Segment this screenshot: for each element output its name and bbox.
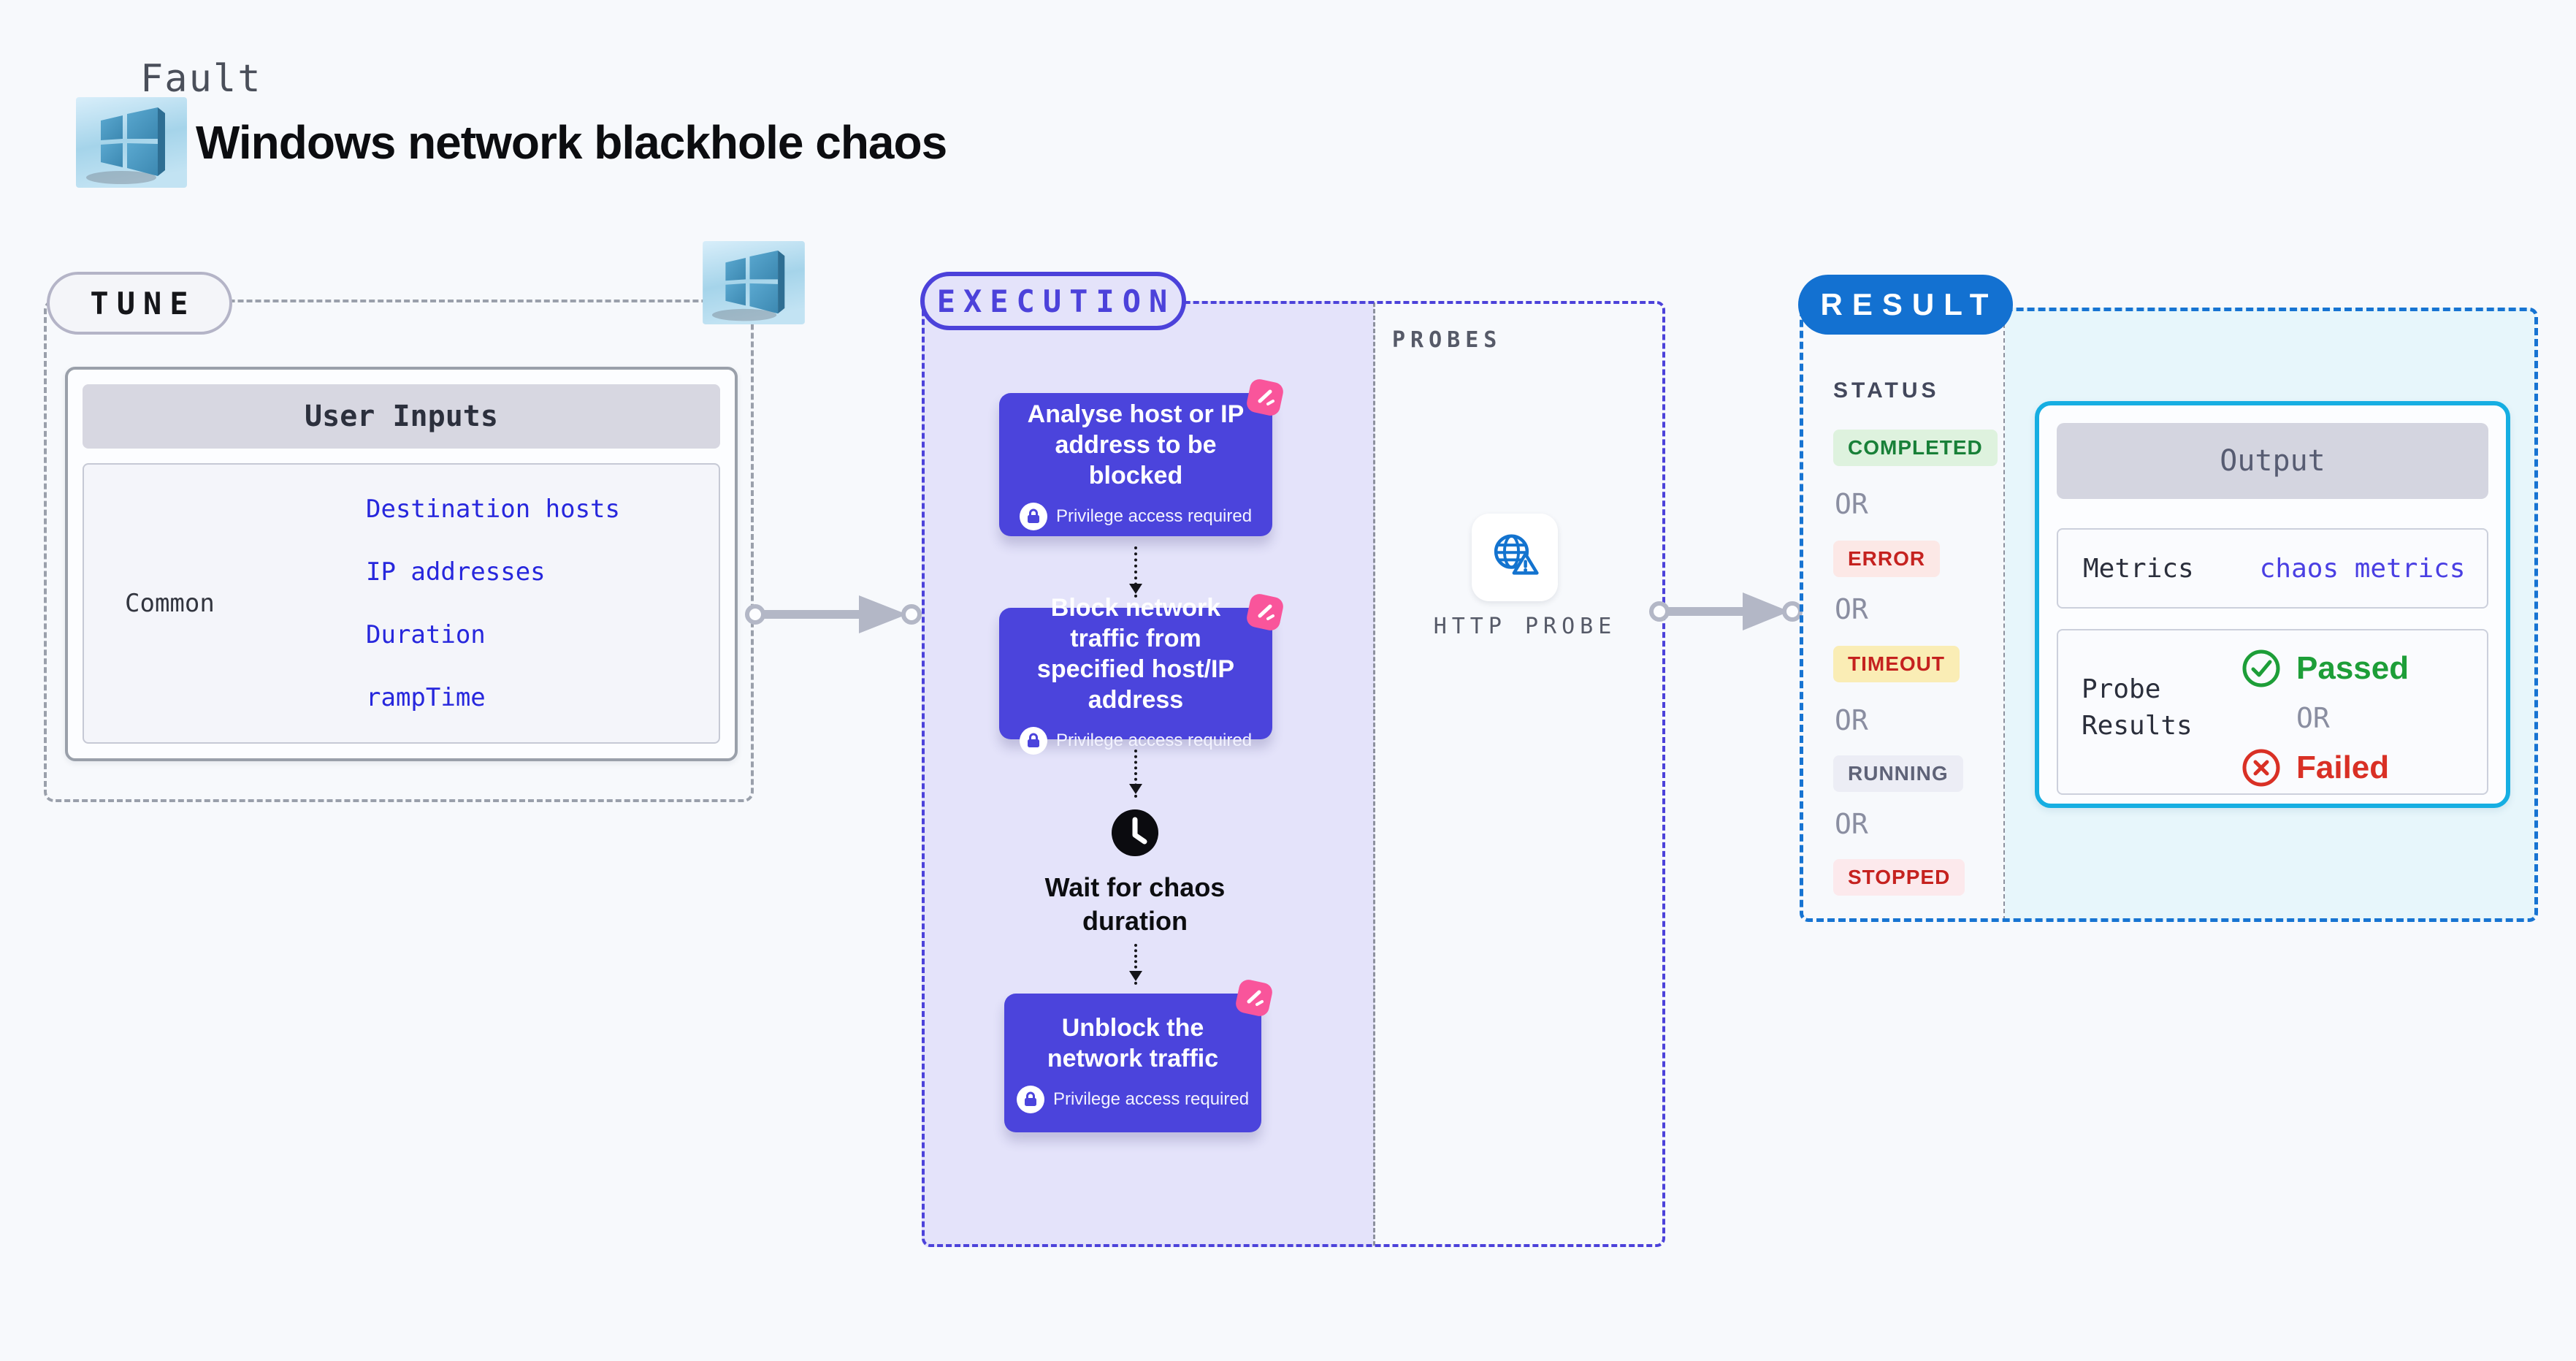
status-badge-timeout: TIMEOUT (1833, 646, 1960, 682)
chaos-pink-icon (1243, 590, 1287, 634)
step-analyse-host: Analyse host or IP address to be blocked… (999, 379, 1283, 536)
privilege-note: Privilege access required (1019, 727, 1252, 755)
step-unblock-traffic: Unblock the network traffic Privilege ac… (1004, 980, 1272, 1132)
chaos-pink-icon (1243, 375, 1287, 419)
step-title: Unblock the network traffic (1047, 1014, 1219, 1072)
user-inputs-header: User Inputs (83, 384, 720, 449)
status-badge-stopped: STOPPED (1833, 859, 1965, 896)
x-circle-icon (2242, 749, 2280, 787)
output-card: Output Metrics chaos metrics Probe Resul… (2035, 401, 2510, 808)
result-section (1800, 308, 2538, 922)
metrics-row: Metrics chaos metrics (2057, 528, 2488, 609)
user-inputs-card: User Inputs Common Destination hosts IP … (65, 367, 738, 761)
inputs-row-label: Common (125, 589, 215, 618)
or-separator: OR (1835, 808, 1868, 840)
or-separator: OR (2296, 702, 2330, 734)
verdict-passed: Passed (2241, 648, 2409, 689)
tune-pill: TUNE (47, 272, 232, 335)
inputs-link-list: Destination hosts IP addresses Duration … (366, 465, 620, 742)
input-link-ip-addresses[interactable]: IP addresses (366, 557, 546, 587)
privilege-note: Privilege access required (1016, 1086, 1249, 1113)
output-header: Output (2057, 423, 2488, 499)
step-block-traffic: Block network traffic from specified hos… (999, 594, 1283, 755)
connector-arrow (1129, 750, 1142, 798)
execution-probes-divider (1373, 302, 1375, 1246)
result-divider (2003, 309, 2005, 920)
windows-logo-icon (698, 241, 809, 324)
probe-results-label: Probe Results (2082, 674, 2193, 741)
fault-label: Fault (140, 57, 262, 101)
connector-arrow (1129, 944, 1142, 985)
execution-section (922, 301, 1665, 1247)
execution-pill: EXECUTION (920, 272, 1186, 330)
probe-results-row: Probe Results Passed OR Failed (2057, 629, 2488, 795)
tune-to-execution-arrow (745, 595, 922, 633)
status-badge-completed: COMPLETED (1833, 430, 1998, 466)
verdict-failed: Failed (2241, 747, 2409, 788)
tune-section (44, 300, 754, 802)
wait-step-label: Wait for chaos duration (1044, 872, 1226, 936)
or-separator: OR (1835, 488, 1868, 520)
http-probe-label: HTTP PROBE (1433, 614, 1617, 639)
lock-icon (1016, 1086, 1044, 1113)
chaos-pink-icon (1232, 976, 1276, 1020)
probes-label: PROBES (1392, 327, 1502, 353)
probe-verdicts: Passed OR Failed (2241, 648, 2409, 788)
status-badge-error: ERROR (1833, 541, 1941, 577)
windows-logo-icon (76, 97, 187, 188)
privilege-note: Privilege access required (1019, 503, 1252, 530)
globe-warning-icon (1494, 534, 1539, 575)
status-column-label: STATUS (1833, 378, 1940, 403)
chaos-metrics-link[interactable]: chaos metrics (2259, 553, 2466, 584)
step-title: Analyse host or IP address to be blocked (1027, 400, 1245, 489)
result-pill: RESULT (1798, 275, 2013, 335)
lock-icon (1019, 727, 1047, 755)
probes-to-result-arrow (1649, 592, 1803, 630)
http-probe-card (1472, 514, 1558, 601)
page-title: Windows network blackhole chaos (196, 116, 947, 169)
or-separator: OR (1835, 593, 1868, 625)
lock-icon (1019, 503, 1047, 530)
status-badge-running: RUNNING (1833, 755, 1963, 792)
step-title: Block network traffic from specified hos… (1036, 594, 1235, 714)
input-link-ramptime[interactable]: rampTime (366, 683, 486, 712)
input-link-duration[interactable]: Duration (366, 620, 486, 649)
user-inputs-table: Common Destination hosts IP addresses Du… (83, 463, 720, 744)
connector-arrow (1129, 546, 1142, 598)
metrics-label: Metrics (2083, 553, 2194, 584)
or-separator: OR (1835, 704, 1868, 736)
input-link-destination-hosts[interactable]: Destination hosts (366, 495, 620, 524)
check-circle-icon (2242, 649, 2280, 687)
clock-icon (1110, 808, 1160, 858)
